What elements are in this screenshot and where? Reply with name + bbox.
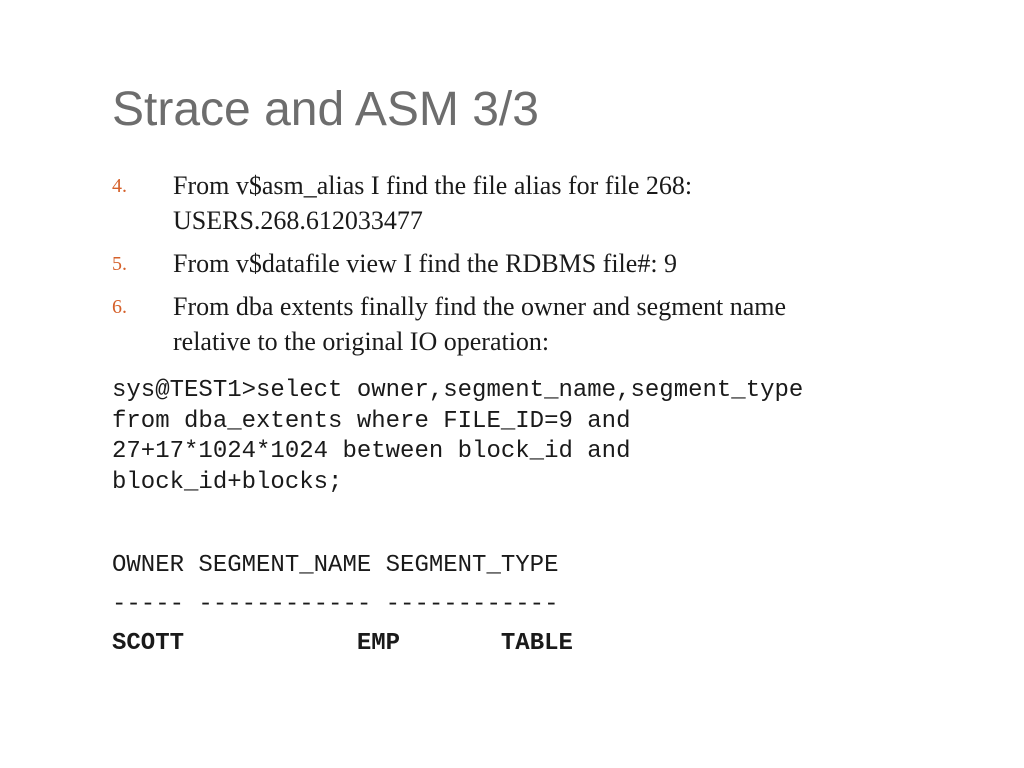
- result-separator: ----- ------------ ------------: [112, 591, 559, 618]
- query-result: OWNER SEGMENT_NAME SEGMENT_TYPE ----- --…: [112, 546, 972, 663]
- sql-query-line: sys@TEST1>select owner,segment_name,segm…: [112, 377, 804, 404]
- step-item: 6. From dba extents finally find the own…: [112, 289, 952, 359]
- step-text-line: From v$datafile view I find the RDBMS fi…: [173, 249, 678, 278]
- step-item: 5. From v$datafile view I find the RDBMS…: [112, 246, 952, 281]
- result-header: OWNER SEGMENT_NAME SEGMENT_TYPE: [112, 552, 559, 579]
- result-segment-type: TABLE: [500, 630, 573, 657]
- result-owner: SCOTT: [112, 630, 185, 657]
- sql-query-line: from dba_extents where FILE_ID=9 and: [112, 407, 631, 435]
- steps-list: 4. From v$asm_alias I find the file alia…: [112, 168, 952, 367]
- slide-title: Strace and ASM 3/3: [112, 83, 539, 136]
- step-text-line: relative to the original IO operation:: [173, 327, 550, 356]
- result-segment-name: EMP: [356, 630, 401, 657]
- sql-query-line: block_id+blocks;: [112, 468, 343, 496]
- step-item: 4. From v$asm_alias I find the file alia…: [112, 168, 952, 238]
- step-text-line: USERS.268.612033477: [173, 206, 423, 235]
- sql-query-line: 27+17*1024*1024 between block_id and: [112, 438, 631, 465]
- step-text-line: From v$asm_alias I find the file alias f…: [173, 171, 693, 200]
- sql-query: sys@TEST1>select owner,segment_name,segm…: [112, 376, 972, 498]
- step-number: 6.: [112, 296, 127, 318]
- step-number: 4.: [112, 175, 127, 197]
- result-row: SCOTT EMP TABLE: [112, 624, 972, 663]
- sql-code-block: sys@TEST1>select owner,segment_name,segm…: [112, 376, 972, 663]
- step-text-line: From dba extents finally find the owner …: [173, 292, 787, 321]
- step-number: 5.: [112, 253, 127, 275]
